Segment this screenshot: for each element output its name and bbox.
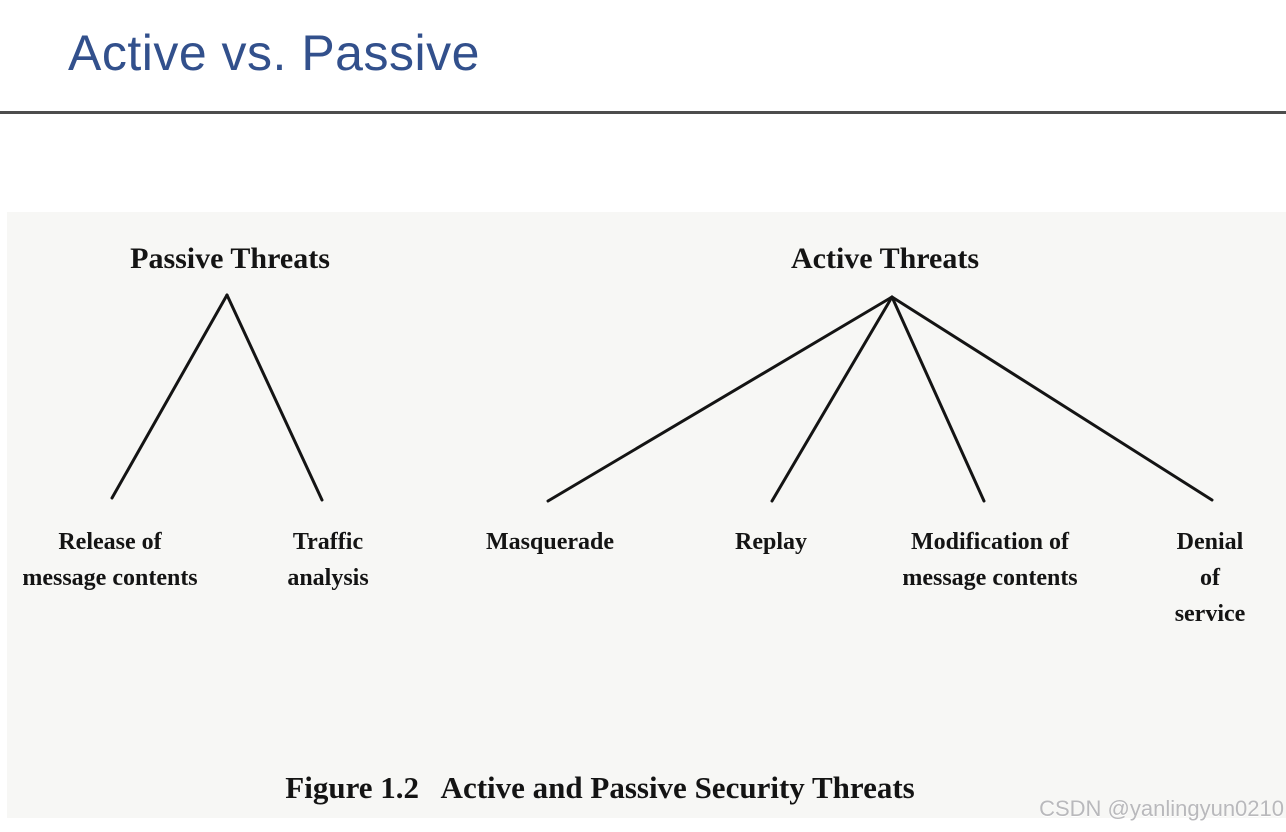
csdn-watermark: CSDN @yanlingyun0210 [1039,796,1284,821]
active-tree-edge-replay [770,295,894,503]
active-leaf-masquerade: Masquerade [486,529,614,555]
active-tree-edge-masquerade [546,295,894,503]
active-tree-edge-denial [890,295,1214,502]
active-leaf-replay: Replay [735,529,807,555]
figure-caption: Figure 1.2 Active and Passive Security T… [285,770,915,805]
passive-tree-root-label: Passive Threats [130,242,330,275]
active-leaf-modification-of-message-contents: Modification of message contents [902,529,1078,591]
tree-edges [110,293,1214,503]
active-leaf-denial-of-service: Denial of service [1174,529,1246,627]
active-tree-edge-modification [890,295,986,503]
passive-tree-edge-left [110,293,229,500]
title-underline [0,111,1286,114]
slide-title: Active vs. Passive [68,25,480,81]
figure-panel: Passive Threats Active Threats Release o… [7,212,1286,818]
passive-tree-edge-right [225,293,324,502]
active-tree-root-label: Active Threats [790,242,980,275]
passive-leaf-release-of-message-contents: Release of message contents [22,529,198,591]
passive-leaf-traffic-analysis: Traffic analysis [287,529,369,591]
